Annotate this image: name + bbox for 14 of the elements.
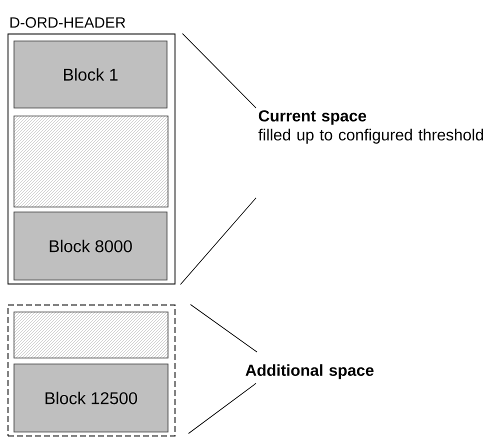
bracket-line — [182, 33, 256, 108]
storage-block: Block 1 — [14, 40, 168, 108]
bracket-line — [188, 382, 256, 434]
callout-text: filled up to configured threshold — [258, 128, 484, 144]
bracket-line — [190, 304, 258, 352]
bracket-line — [180, 198, 256, 285]
frame-heading: D-ORD-HEADER — [10, 17, 126, 28]
storage-block: Block 12500 — [14, 364, 168, 432]
callout-heading: Current space — [258, 110, 366, 125]
free-block — [14, 312, 168, 358]
storage-frame — [8, 304, 176, 436]
callout-heading: Additional space — [246, 364, 374, 380]
storage-block: Block 8000 — [14, 212, 168, 280]
free-block — [14, 116, 168, 208]
